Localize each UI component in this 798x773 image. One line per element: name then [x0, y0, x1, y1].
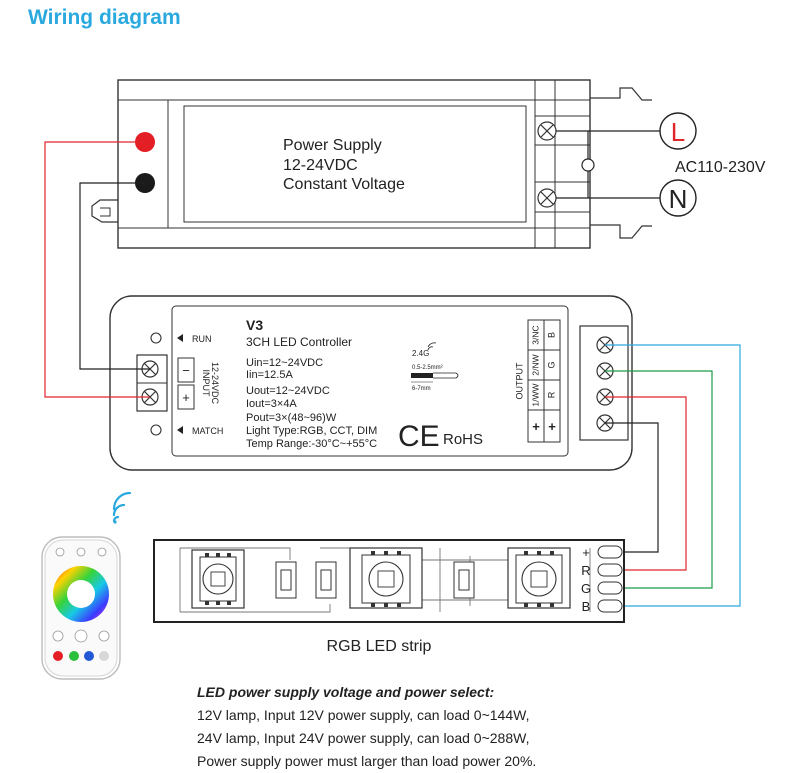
led-controller: RUN MATCH − + INPUT 12-24VDC V3 3CH LED …: [109, 295, 633, 471]
screw-terminal-icon: [537, 121, 557, 141]
rgb-led-strip: + R G B RGB LED strip: [153, 539, 625, 655]
red-wire-input: [44, 141, 150, 398]
output-plus-1: +: [532, 419, 540, 434]
black-wire-output: [605, 422, 659, 553]
spec-iout: Iout=3×4A: [246, 398, 297, 410]
run-label: RUN: [192, 334, 212, 344]
spec-uin: Uin=12~24VDC: [246, 357, 323, 369]
remote-control: [41, 491, 132, 680]
notes-line-3: Power supply power must larger than load…: [197, 753, 537, 769]
power-supply: Power Supply 12-24VDC Constant Voltage: [91, 79, 652, 249]
input-minus-label: −: [182, 363, 190, 378]
controller-model: V3: [246, 317, 263, 333]
frequency-label: 2.4G: [412, 349, 429, 358]
notes-line-2: 24V lamp, Input 24V power supply, can lo…: [197, 730, 530, 746]
output-channel-2: 2/NW: [530, 354, 540, 375]
spec-light-type: Light Type:RGB, CCT, DIM: [246, 425, 377, 437]
spec-uout: Uout=12~24VDC: [246, 385, 330, 397]
wifi-icon: [112, 491, 132, 524]
rohs-label: RoHS: [443, 431, 483, 448]
match-label: MATCH: [192, 426, 223, 436]
strip-pin-plus: +: [582, 545, 590, 560]
psu-line-3: Constant Voltage: [283, 176, 405, 193]
wires: [44, 141, 741, 607]
wifi-icon: [427, 342, 437, 351]
output-channel-3: 3/NC: [530, 325, 540, 344]
notes-line-1: 12V lamp, Input 12V power supply, can lo…: [197, 707, 530, 723]
notes-title: LED power supply voltage and power selec…: [197, 684, 495, 700]
neutral-terminal-label: N: [669, 184, 688, 214]
output-letter-g: G: [546, 361, 556, 368]
output-letter-r: R: [546, 391, 556, 398]
black-wire-input: [79, 182, 150, 370]
output-plus-2: +: [548, 419, 556, 434]
notes: LED power supply voltage and power selec…: [197, 681, 787, 773]
spec-iin: Iin=12.5A: [246, 369, 293, 381]
screw-terminal-icon: [537, 188, 557, 208]
spec-pout: Pout=3×(48~96)W: [246, 412, 337, 424]
output-label: OUTPUT: [514, 362, 524, 400]
input-voltage-label: 12-24VDC: [210, 362, 220, 405]
blue-wire-output: [605, 344, 741, 607]
line-terminal-label: L: [671, 117, 685, 147]
controller-name: 3CH LED Controller: [246, 335, 352, 349]
strip-label: RGB LED strip: [327, 638, 432, 655]
input-plus-label: +: [182, 390, 190, 405]
ac-voltage-label: AC110-230V: [675, 159, 766, 176]
psu-line-2: 12-24VDC: [283, 157, 358, 174]
wire-gauge-label: 0.5-2.5mm²: [412, 365, 443, 371]
output-letter-b: B: [546, 332, 556, 338]
strip-length-label: 6-7mm: [412, 386, 431, 392]
ce-mark: CE: [398, 420, 440, 453]
output-channel-1: 1/WW: [530, 383, 540, 406]
strip-pin-b: B: [582, 599, 591, 614]
ac-input: L N AC110-230V: [556, 112, 766, 217]
spec-temp-range: Temp Range:-30°C~+55°C: [246, 438, 377, 450]
strip-pin-r: R: [581, 563, 590, 578]
page-title: Wiring diagram: [28, 6, 181, 29]
green-wire-output: [605, 370, 713, 589]
red-wire-output: [605, 396, 687, 571]
input-label: INPUT: [201, 370, 211, 398]
psu-line-1: Power Supply: [283, 137, 382, 154]
strip-pin-g: G: [581, 581, 591, 596]
